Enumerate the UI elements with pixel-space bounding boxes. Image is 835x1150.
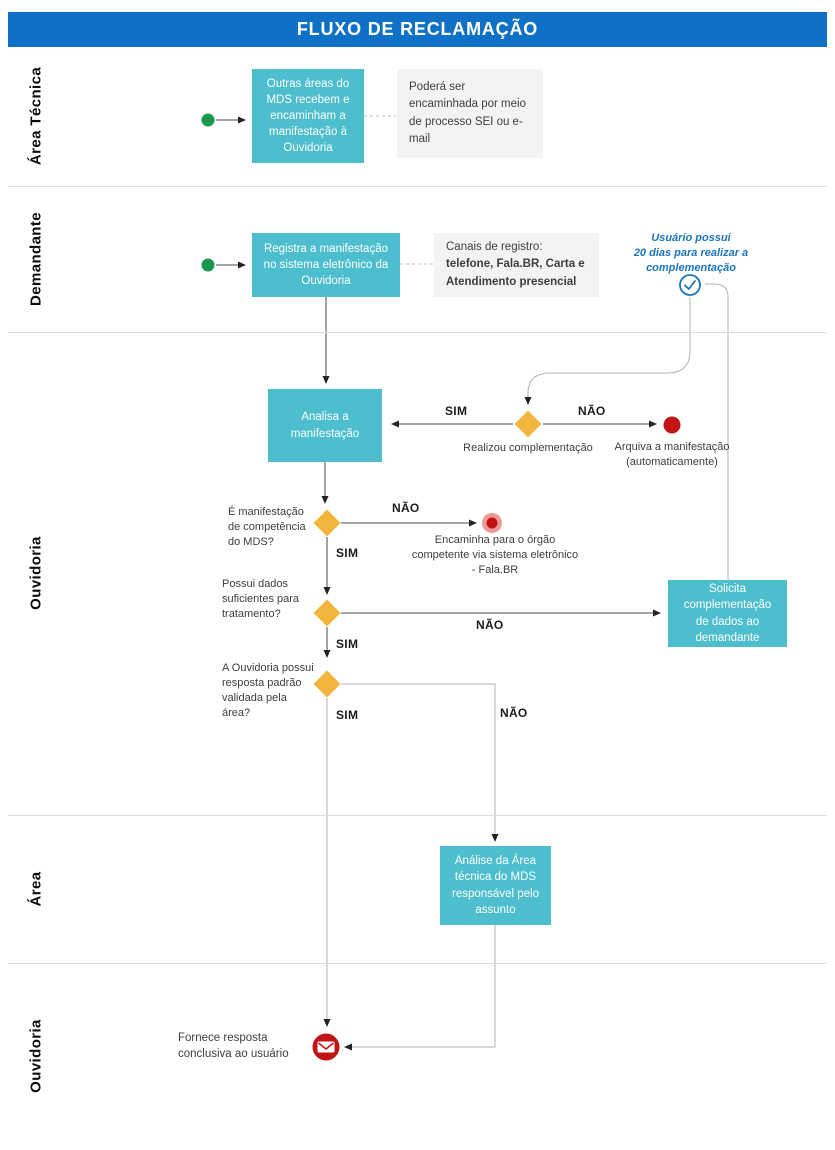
- lane-label-area: Área: [27, 871, 45, 907]
- flow-arrows: [216, 116, 661, 658]
- decision-dados-diamond: [313, 599, 341, 627]
- terminal-arquiva-label: Arquiva a manifestação (automaticamente): [614, 441, 730, 468]
- note-canais-body: telefone, Fala.BR, Carta e Atendimento p…: [446, 258, 585, 288]
- note-canais: Canais de registro: telefone, Fala.BR, C…: [434, 233, 599, 297]
- branch-nao-realizou: NÃO: [578, 404, 606, 418]
- page-title-bar: FLUXO DE RECLAMAÇÃO: [8, 12, 827, 47]
- decision-competencia-label: É manifestação de competência do MDS?: [228, 506, 306, 548]
- branch-nao-competencia: NÃO: [392, 501, 420, 515]
- decision-resposta-diamond: [313, 670, 341, 698]
- process-solicita: Solicita complementação de dados ao dema…: [668, 580, 787, 647]
- branch-nao-dados: NÃO: [476, 618, 504, 632]
- note-connectors: [364, 115, 433, 265]
- terminal-fornece-label: Fornece resposta conclusiva ao usuário: [178, 1032, 289, 1060]
- lane-divider: [8, 963, 827, 964]
- page-title: FLUXO DE RECLAMAÇÃO: [296, 19, 539, 39]
- end-circle-ringed-icon: [482, 513, 502, 533]
- process-registra: Registra a manifestação no sistema eletr…: [252, 233, 400, 297]
- decision-resposta-label: A Ouvidoria possui resposta padrão valid…: [222, 662, 314, 719]
- lane-divider: [8, 332, 827, 333]
- lane-divider: [8, 815, 827, 816]
- envelope-icon: [312, 1033, 340, 1061]
- nao-to-analise-connector: [341, 683, 499, 842]
- start-circle-icon: [201, 113, 215, 127]
- analise-to-envelope-connector: [344, 925, 496, 1051]
- process-outras-areas: Outras áreas do MDS recebem e encaminham…: [252, 69, 364, 163]
- decision-dados-label: Possui dados suficientes para tratamento…: [222, 578, 300, 620]
- decision-realizou-diamond: [514, 410, 542, 438]
- branch-nao-resposta: NÃO: [500, 706, 528, 720]
- annotation-prazo: Usuário possui 20 dias para realizar a c…: [618, 231, 764, 276]
- solicita-to-clock-connector: [705, 283, 729, 580]
- note-sei-text: Poderá ser encaminhada por meio de proce…: [409, 81, 526, 145]
- lane-label-area-tecnica: Área Técnica: [27, 66, 45, 166]
- process-analisa: Analisa a manifestação: [268, 389, 382, 462]
- branch-sim-realizou: SIM: [445, 404, 468, 418]
- note-sei: Poderá ser encaminhada por meio de proce…: [397, 69, 543, 158]
- annotation-line-3: complementação: [646, 261, 736, 274]
- decision-competencia-diamond: [313, 509, 341, 537]
- annotation-line-1: Usuário possui: [651, 232, 731, 244]
- clock-icon: [679, 274, 701, 296]
- branch-sim-resposta: SIM: [336, 708, 359, 722]
- branch-sim-competencia: SIM: [336, 546, 359, 560]
- annotation-line-2: 20 dias para realizar a: [633, 246, 749, 259]
- decision-diamonds: [313, 410, 542, 698]
- end-circle-icon: [663, 416, 681, 434]
- start-circle-icon: [201, 258, 215, 272]
- process-analise-area: Análise da Área técnica do MDS responsáv…: [440, 846, 551, 925]
- note-canais-title: Canais de registro:: [446, 241, 543, 254]
- lane-divider: [8, 186, 827, 187]
- lane-label-demandante: Demandante: [27, 211, 45, 307]
- decision-realizou-label: Realizou complementação: [463, 442, 593, 454]
- terminal-encaminha-label: Encaminha para o órgão competente via si…: [411, 534, 579, 576]
- clock-to-decision-connector: [524, 297, 691, 405]
- return-connectors: [323, 283, 729, 1051]
- branch-sim-dados: SIM: [336, 637, 359, 651]
- lane-label-ouvidoria: Ouvidoria: [27, 536, 45, 610]
- lane-label-ouvidoria-2: Ouvidoria: [27, 1019, 45, 1093]
